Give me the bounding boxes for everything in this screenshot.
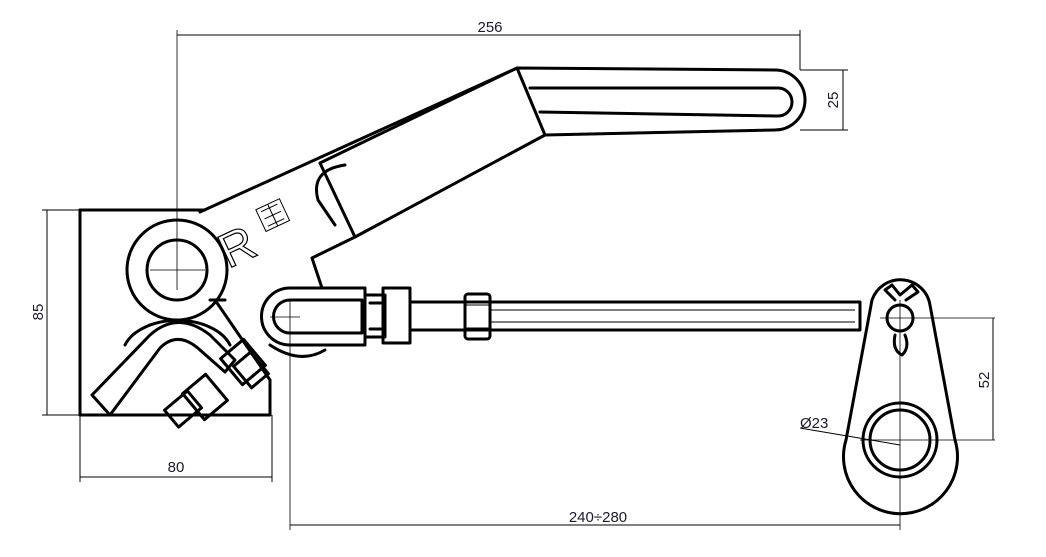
lever-arm <box>198 66 807 290</box>
dim-base-width: 80 <box>168 459 185 476</box>
threaded-rod <box>408 300 862 332</box>
clamp-jaw <box>90 321 237 417</box>
dim-adjust-range: 240÷280 <box>569 509 627 526</box>
dim-handle-width: 25 <box>825 92 842 109</box>
rod-eye-slot <box>272 298 364 335</box>
dim-base-height: 85 <box>30 304 47 321</box>
lever-plate <box>842 278 959 516</box>
bolt-assembly <box>162 337 270 429</box>
rod-eye <box>260 286 367 347</box>
coupling-nut <box>381 286 412 345</box>
coupling-sleeve <box>363 293 387 339</box>
dimension-lines <box>42 30 994 526</box>
logo-letter: R <box>211 216 265 279</box>
center-lines <box>150 30 995 530</box>
cotter-pin <box>883 283 920 357</box>
lever-arm-inner <box>318 66 547 239</box>
eye-base-arc <box>268 343 327 358</box>
dim-hole-diameter: Ø23 <box>800 415 828 432</box>
dim-overall-length: 256 <box>477 19 502 36</box>
handle-slot <box>528 86 794 118</box>
lock-nut <box>463 292 492 341</box>
lever-pocket <box>315 163 347 227</box>
dim-pin-spacing: 52 <box>976 372 993 389</box>
logo: R <box>210 198 291 279</box>
